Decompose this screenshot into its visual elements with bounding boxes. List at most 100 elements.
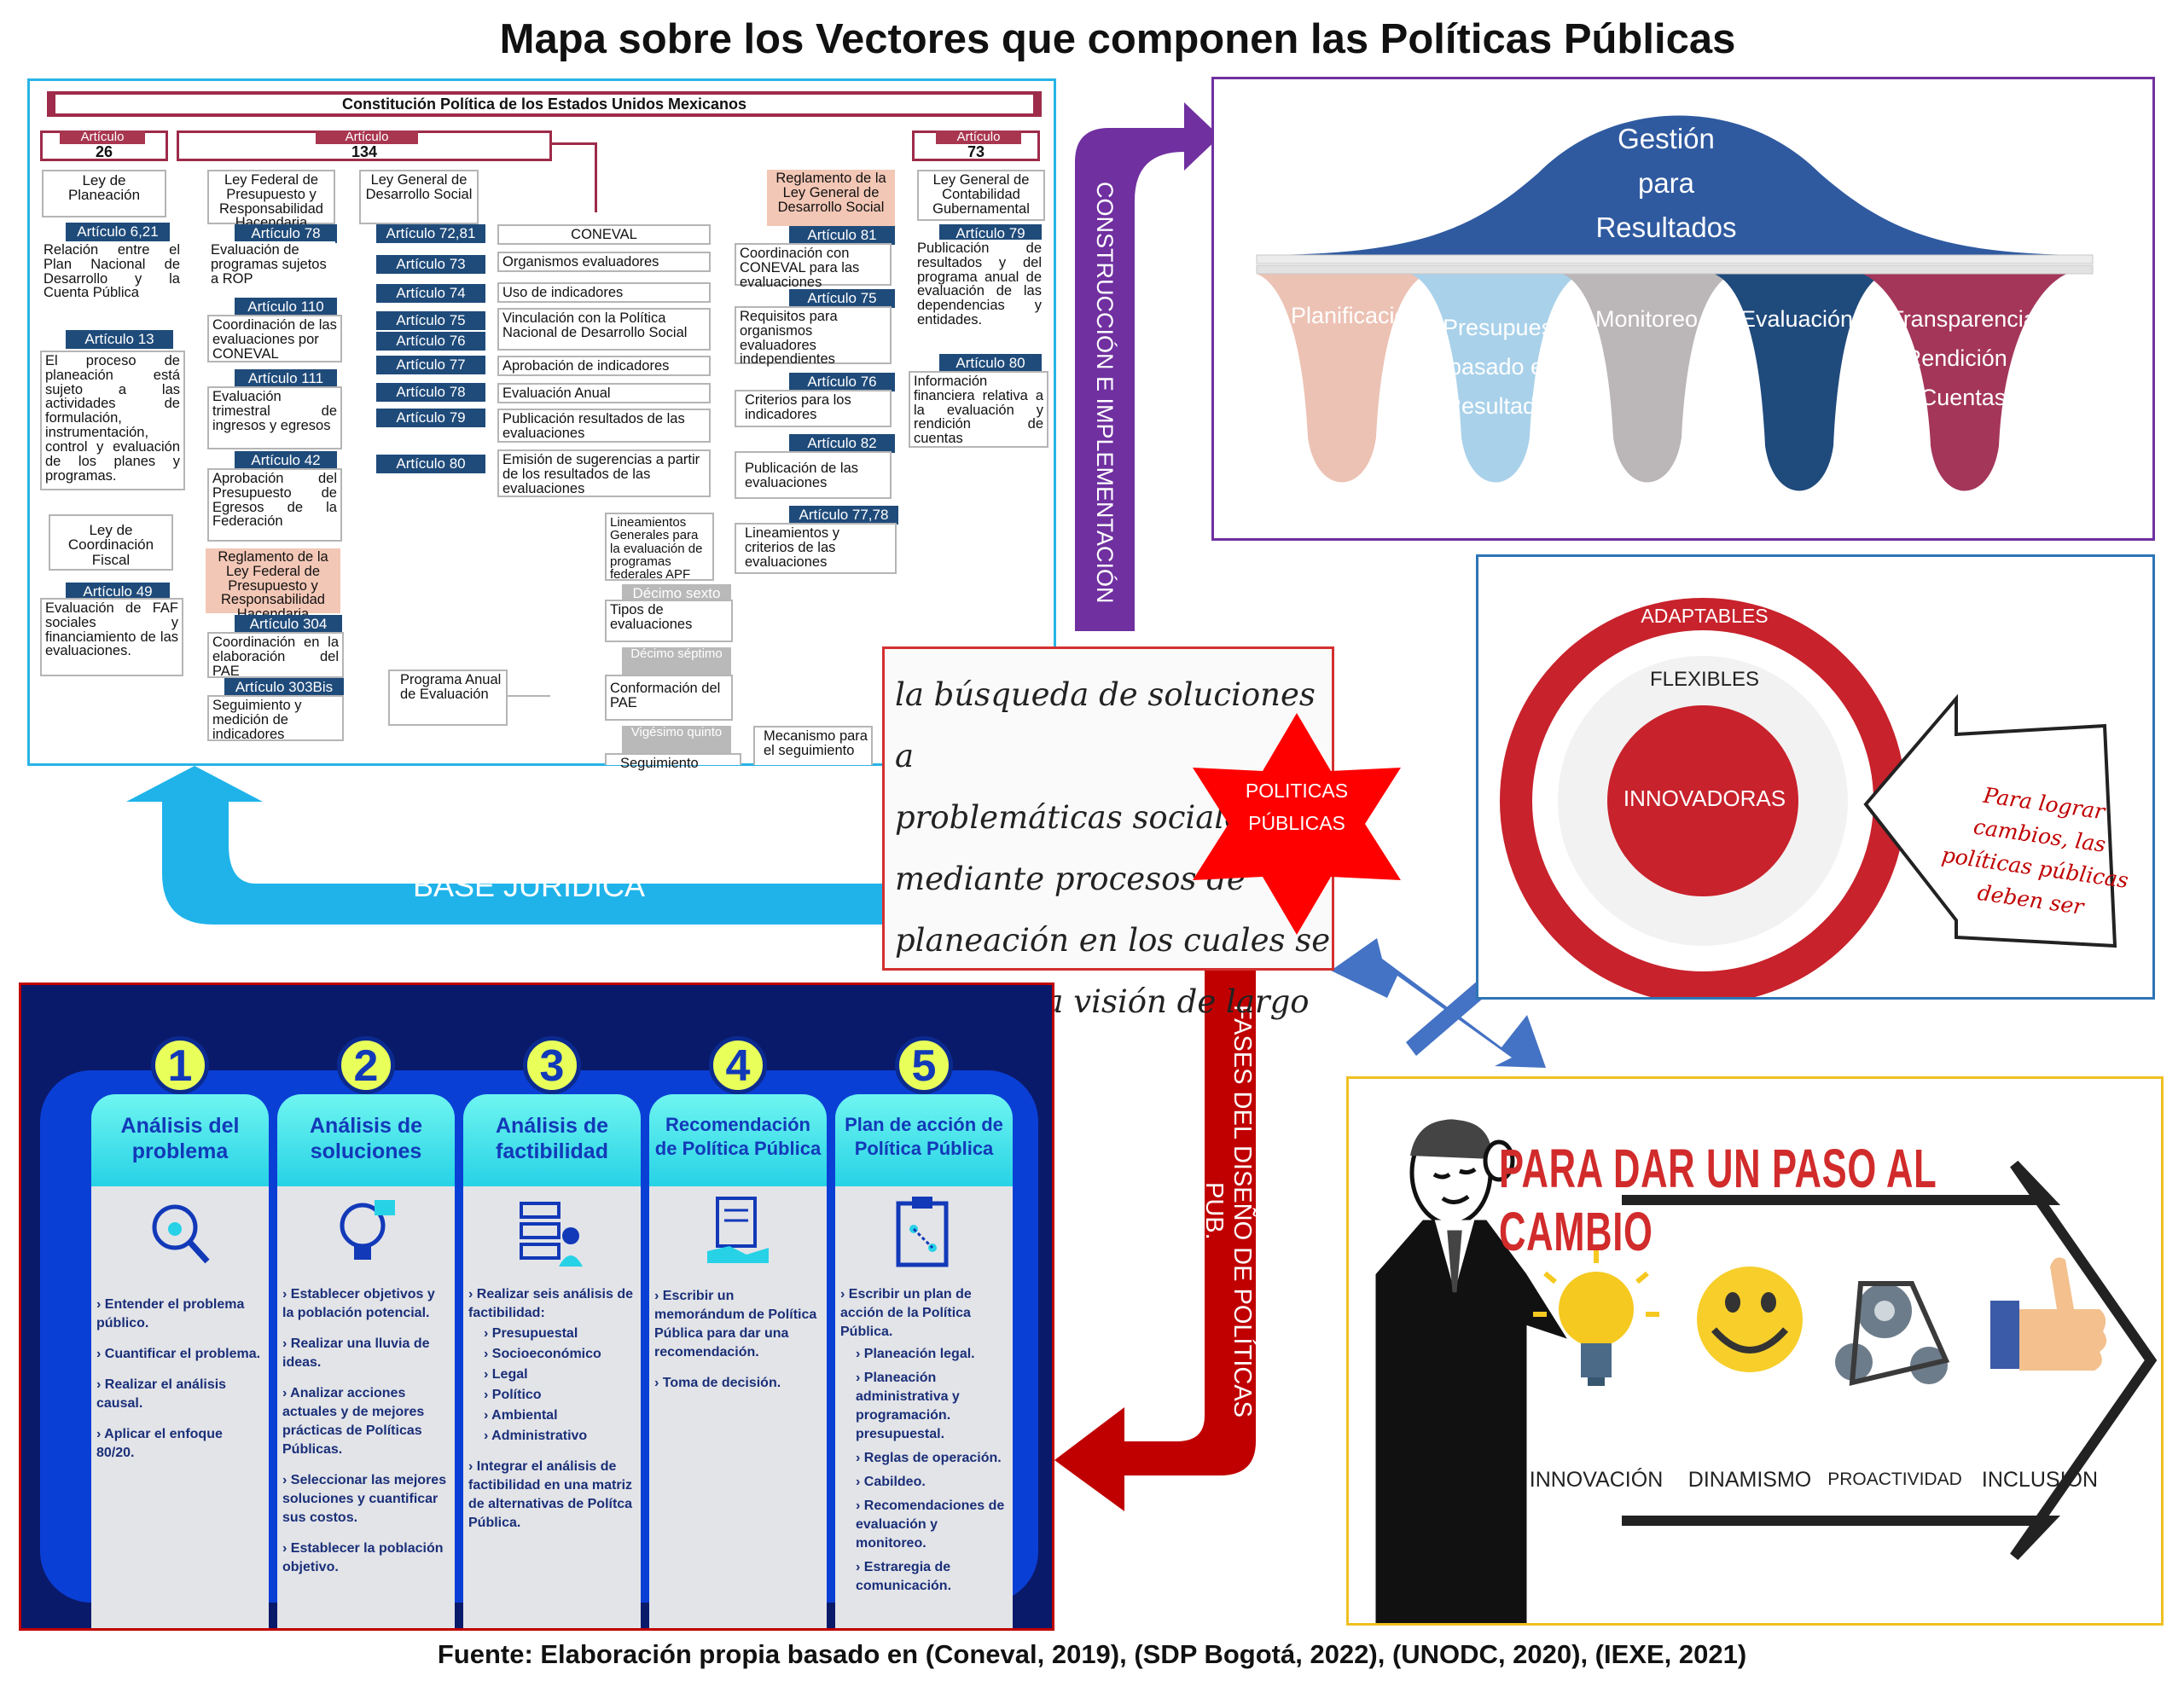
lobe-line: Transparencia [1890, 306, 2036, 332]
ley-coordinacion-fiscal: Ley de Coordinación Fiscal [49, 514, 173, 571]
results-management-panel: Gestión para Resultados Planificación Pr… [1211, 77, 2155, 541]
coneval-item: Vinculación con la Política Nacional de … [497, 308, 711, 351]
article-tag: Artículo 6,21 [66, 223, 170, 241]
article-134-box: Artículo 134 [177, 130, 552, 161]
article-tag: Décimo séptimo [622, 647, 731, 675]
article-text: Requisitos para organismos evaluadores i… [735, 306, 892, 367]
article-tag: Artículo 75 [789, 289, 895, 308]
phases-arrow [1054, 971, 1256, 1511]
article-text: Criterios para los indicadores [735, 390, 892, 427]
star-line: PÚBLICAS [1248, 812, 1345, 834]
idea-bulb-icon [340, 1200, 395, 1260]
article-tag: Artículo 80 [376, 455, 485, 473]
values-note: Para lograr cambios, las políticas públi… [1931, 774, 2144, 930]
star-icon [1193, 713, 1401, 935]
mecanismo-box: Mecanismo para el seguimiento [753, 726, 873, 765]
phase-sub-bullet: › Ambiental [484, 1408, 558, 1423]
ley-planeacion: Ley de Planeación [42, 170, 166, 217]
article-73-number: 73 [967, 143, 985, 160]
coneval-item: Aprobación de indicadores [497, 356, 711, 376]
concentric-rings [1500, 598, 2117, 997]
definition-line: planeación en los cuales se [895, 922, 1331, 959]
phase-body: › Establecer objetivos y la población po… [277, 1186, 455, 1628]
phase-number: 4 [709, 1036, 767, 1094]
article-tag: Artículo 49 [66, 583, 170, 601]
lobe-label-evaluacion: Evaluación [1740, 306, 1854, 332]
article-tag: Artículo 76 [789, 373, 895, 391]
lobe-shape [1562, 274, 1733, 483]
definition-line: mediante procesos de [895, 861, 1246, 897]
reglamento-lfprh: Reglamento de la Ley Federal de Presupue… [206, 548, 340, 622]
article-tag: Artículo 72,81 [376, 224, 485, 243]
article-text: Lineamientos y criterios de las evaluaci… [735, 523, 897, 574]
article-tag: Artículo 111 [235, 369, 337, 388]
article-tag: Artículo 76 [376, 332, 485, 351]
conformacion-box: Conformación del PAE [605, 675, 733, 721]
article-label: Artículo [936, 130, 1021, 144]
article-tag: Artículo 303Bis [224, 678, 344, 697]
star-label: POLITICAS PÚBLICAS [1211, 774, 1382, 839]
lfprh-box: Ley Federal de Presupuesto y Responsabil… [207, 170, 335, 230]
coneval-item: Emisión de sugerencias a partir de los r… [497, 449, 711, 497]
lobe-label-monitoreo: Monitoreo [1594, 306, 1699, 332]
lobe-shape [1862, 274, 2067, 491]
policy-values-panel: ADAPTABLES FLEXIBLES INNOVADORAS Para lo… [1476, 554, 2155, 1000]
flexibles-label: FLEXIBLES [1649, 668, 1760, 691]
coneval-item: Uso de indicadores [497, 282, 711, 303]
bell-top [1257, 115, 2093, 255]
article-134-number: 134 [351, 143, 378, 160]
legal-framework-panel: Constitución Política de los Estados Uni… [27, 78, 1056, 770]
article-26-box: Artículo 26 [40, 130, 168, 161]
article-tag: Artículo 82 [789, 434, 895, 453]
article-tag: Artículo 42 [235, 451, 337, 470]
article-text: Publicación de las evaluaciones [735, 451, 892, 499]
phase-sub-bullet: › Cabildeo. [856, 1475, 926, 1489]
reglamento-lgds: Reglamento de la Ley General de Desarrol… [767, 170, 895, 226]
phase-sub-bullet: › Planeación administrativa y programaci… [856, 1371, 960, 1441]
phase-body: › Realizar seis análisis de factibilidad… [463, 1186, 641, 1628]
article-tag: Décimo sexto [622, 584, 731, 603]
phase-bullet: › Realizar una lluvia de ideas. [282, 1336, 430, 1370]
lobe-line: y Rendición de [1886, 345, 2040, 371]
article-tag: Artículo 13 [66, 330, 173, 349]
tipos-box: Tipos de evaluaciones [605, 600, 733, 642]
big-arrow-outline [1622, 1160, 2158, 1561]
construction-arrow [1075, 102, 1220, 631]
phase-bullet: › Seleccionar las mejores soluciones y c… [282, 1473, 447, 1525]
phase-number: 3 [523, 1036, 581, 1094]
phase-bullet: › Toma de decisión. [654, 1376, 781, 1390]
phase-sub-bullet: › Presupuestal [484, 1326, 578, 1341]
phase-bullet: › Entender el problema público. [96, 1297, 245, 1330]
article-text: Publicación de resultados y del programa… [914, 240, 1045, 330]
results-bell-graphic [1256, 115, 2094, 491]
coneval-item: Organismos evaluadores [497, 252, 711, 272]
article-tag: Vigésimo quinto [622, 726, 731, 753]
phase-number: 5 [895, 1036, 953, 1094]
article-tag: Artículo 80 [939, 354, 1042, 373]
phase-bullet: › Establecer objetivos y la población po… [282, 1287, 435, 1320]
phase-sub-bullet: › Legal [484, 1367, 528, 1382]
change-item: INNOVACIÓN [1529, 1468, 1664, 1492]
lobe-label-planificacion: Planificación [1291, 303, 1420, 328]
change-item: PROACTIVIDAD [1827, 1470, 1962, 1489]
lobe-line: basado en [1448, 354, 1557, 380]
phase-bullet: › Realizar el análisis causal. [96, 1377, 227, 1411]
article-tag: Artículo 75 [376, 311, 485, 330]
article-text: Evaluación trimestral de ingresos y egre… [207, 386, 342, 449]
phase-sub-bullet: › Reglas de operación. [856, 1451, 1002, 1465]
definition-line: la búsqueda de soluciones a [895, 676, 1316, 774]
article-text: Evaluación de programas sujetos a ROP [207, 241, 335, 298]
article-tag: Artículo 74 [376, 284, 485, 303]
gestion-line: Gestión [1618, 123, 1715, 154]
article-tag: Artículo 78 [235, 224, 337, 243]
change-graphic [1375, 1119, 2158, 1623]
lobes-group [1257, 274, 2067, 491]
smiley-icon [1697, 1267, 1803, 1372]
article-tag: Artículo 110 [235, 298, 337, 316]
construction-label: CONSTRUCCIÓN E IMPLEMENTACIÓN [1092, 181, 1118, 604]
article-text: Aprobación del Presupuesto de Egresos de… [207, 468, 342, 542]
